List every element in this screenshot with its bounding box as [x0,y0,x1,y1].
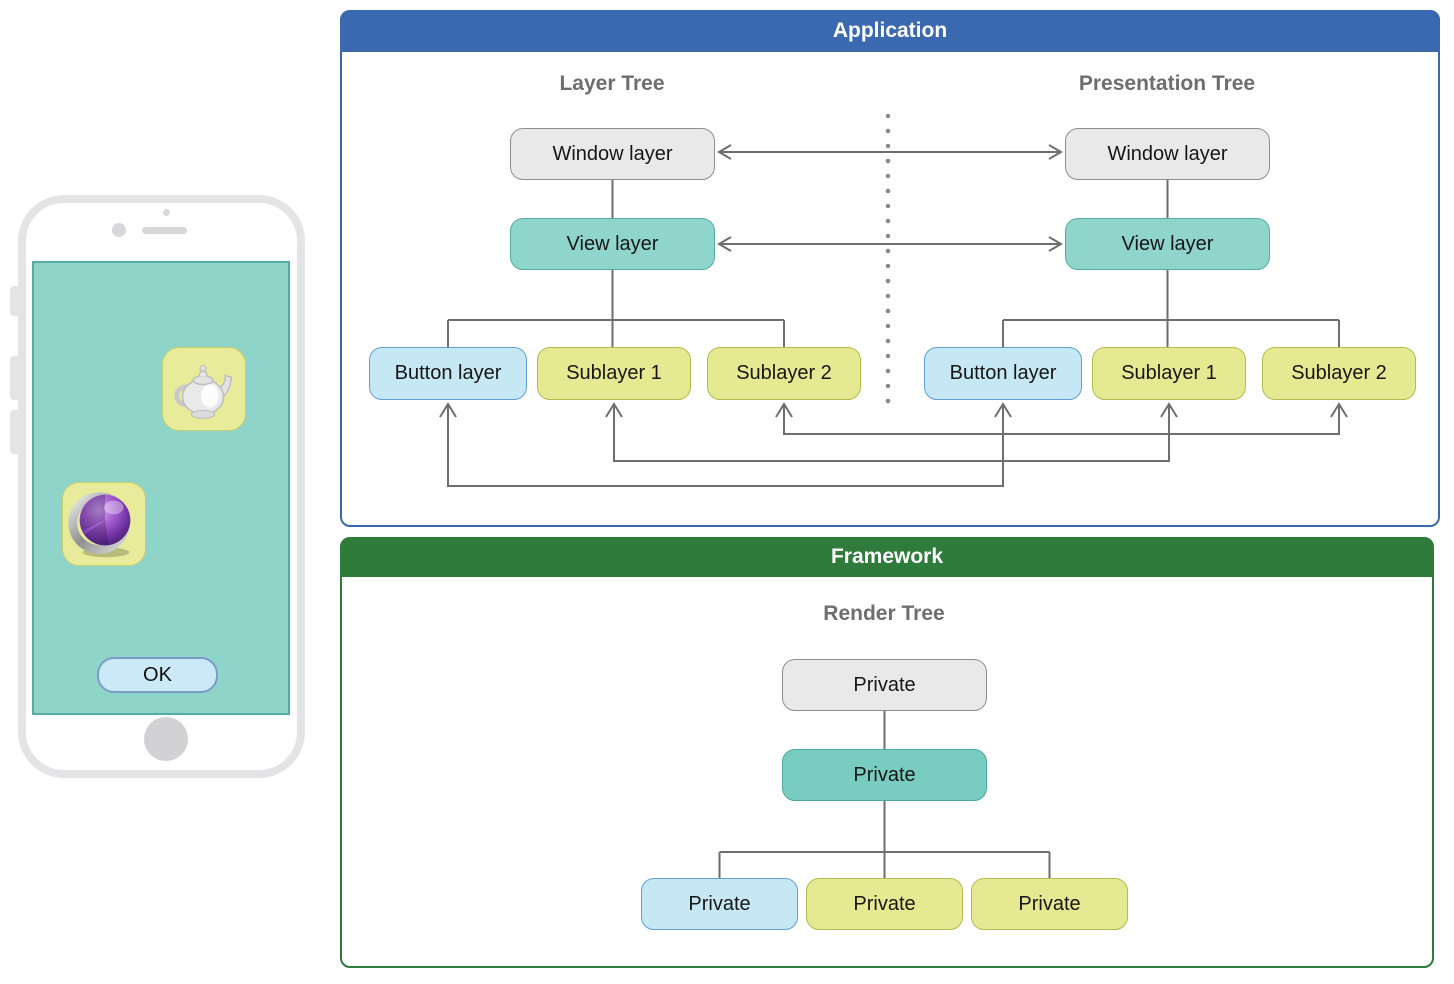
mute-switch [10,286,18,316]
presentation-tree-title: Presentation Tree [1078,72,1256,95]
volume-up-button [10,356,18,400]
render-tree-child-left-node: Private [641,878,798,930]
layer-tree-title: Layer Tree [559,72,665,95]
teapot-icon [174,364,233,419]
layer-tree-window-layer-node: Window layer [510,128,715,180]
presentation-tree-sublayer-1-node: Sublayer 1 [1092,347,1246,400]
presentation-tree-button-layer-node: Button layer [924,347,1082,400]
render-tree-trunk-node: Private [782,749,987,801]
teapot-tile [162,347,246,431]
presentation-tree-window-layer-node: Window layer [1065,128,1270,180]
sphere-tile [62,482,146,566]
front-camera [112,223,126,237]
ok-button-label: OK [143,663,172,686]
layer-tree-button-layer-node: Button layer [369,347,527,400]
core-animation-sphere-icon [68,492,131,558]
layer-tree-sublayer-2-node: Sublayer 2 [707,347,861,400]
presentation-tree-view-layer-node: View layer [1065,218,1270,270]
framework-header: Framework [340,537,1434,577]
presentation-tree-sublayer-2-node: Sublayer 2 [1262,347,1416,400]
render-tree-root-node: Private [782,659,987,711]
phone-screen: OK [32,261,290,715]
volume-down-button [10,410,18,454]
earpiece-speaker [142,227,187,234]
ok-button: OK [97,657,218,693]
layer-tree-view-layer-node: View layer [510,218,715,270]
render-tree-title: Render Tree [823,602,945,625]
application-header: Application [340,10,1440,52]
sensor-dot [163,209,170,216]
render-tree-child-center-node: Private [806,878,963,930]
home-button [144,717,188,761]
iphone-mockup: OK [18,195,305,778]
layer-tree-sublayer-1-node: Sublayer 1 [537,347,691,400]
render-tree-child-right-node: Private [971,878,1128,930]
